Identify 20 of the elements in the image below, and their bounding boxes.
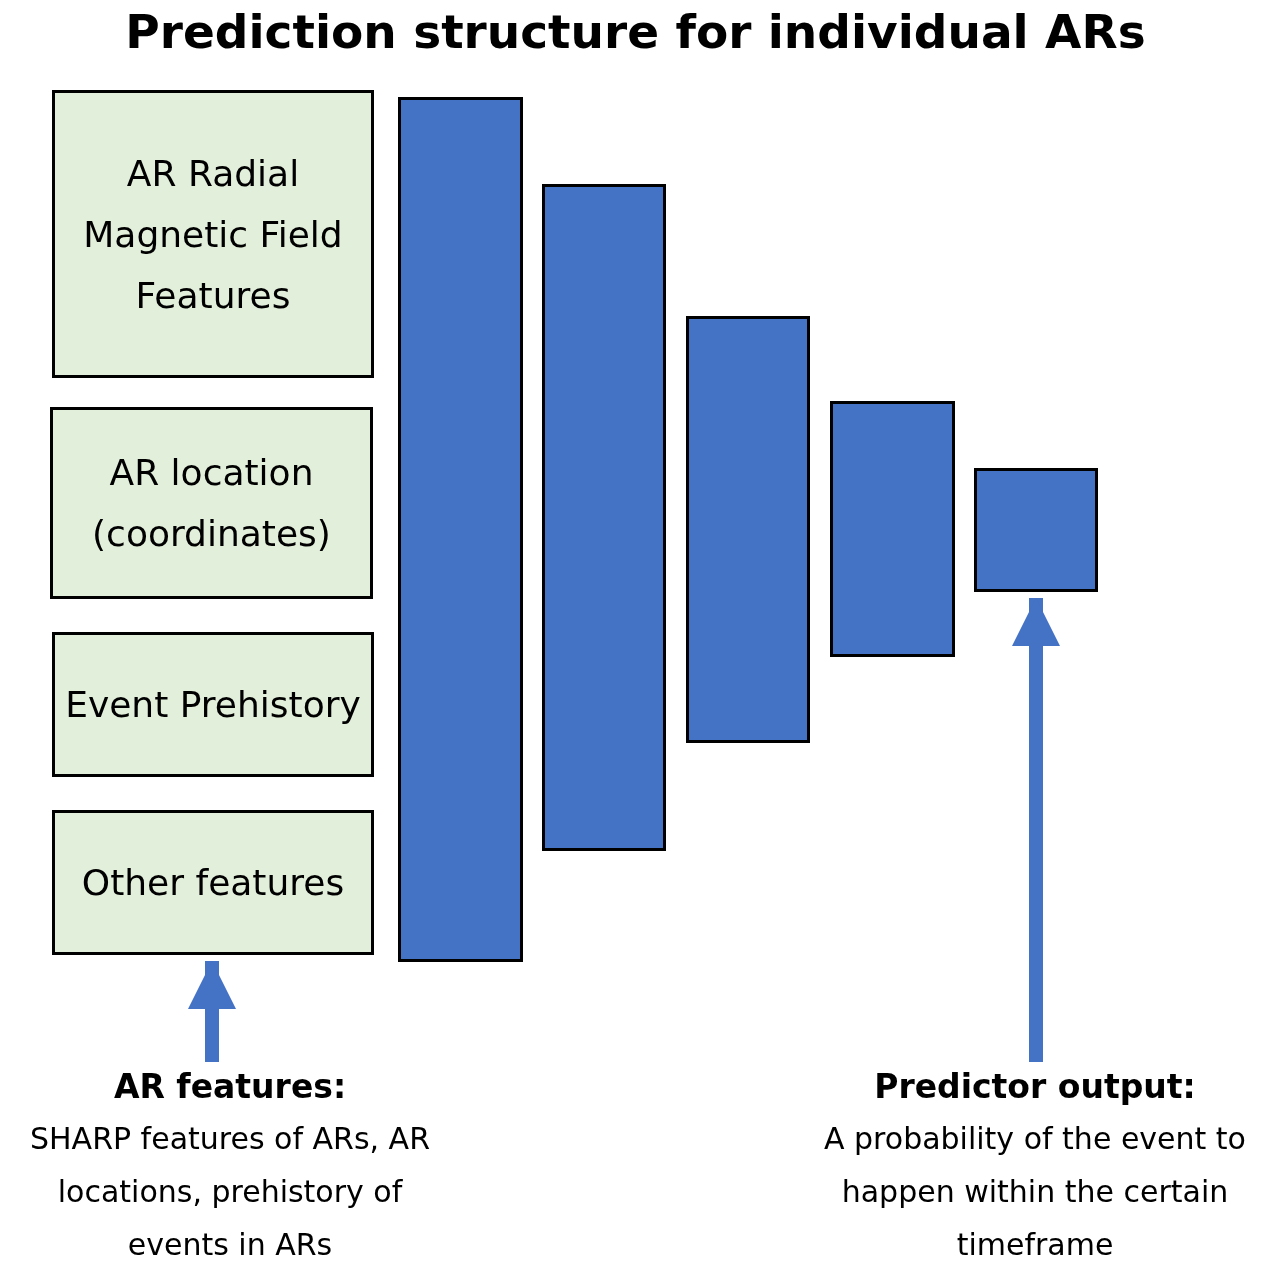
diagram-title: Prediction structure for individual ARs bbox=[124, 4, 1147, 59]
feature-box bbox=[52, 632, 374, 777]
layer-block bbox=[398, 97, 523, 962]
layer-block bbox=[686, 316, 810, 743]
caption-text: SHARP features of ARs, AR locations, prehistory of events in ARs bbox=[29, 1120, 431, 1264]
feature-box bbox=[50, 407, 373, 599]
layer-block bbox=[974, 468, 1098, 592]
caption-heading: AR features: bbox=[113, 1066, 347, 1108]
layer-block bbox=[830, 401, 955, 657]
feature-box bbox=[52, 810, 374, 955]
caption-text: A probability of the event to happen within the certain timeframe bbox=[823, 1120, 1247, 1264]
box-label: AR Radial Magnetic Field Features bbox=[82, 151, 344, 318]
arrow bbox=[188, 961, 236, 1062]
layer-block bbox=[542, 184, 666, 851]
arrow bbox=[1012, 598, 1060, 1062]
caption-heading: Predictor output: bbox=[874, 1066, 1196, 1108]
box-label: Other features bbox=[81, 861, 345, 905]
box-label: AR location (coordinates) bbox=[91, 451, 332, 556]
box-label: Event Prehistory bbox=[65, 683, 361, 727]
feature-box bbox=[52, 90, 374, 378]
